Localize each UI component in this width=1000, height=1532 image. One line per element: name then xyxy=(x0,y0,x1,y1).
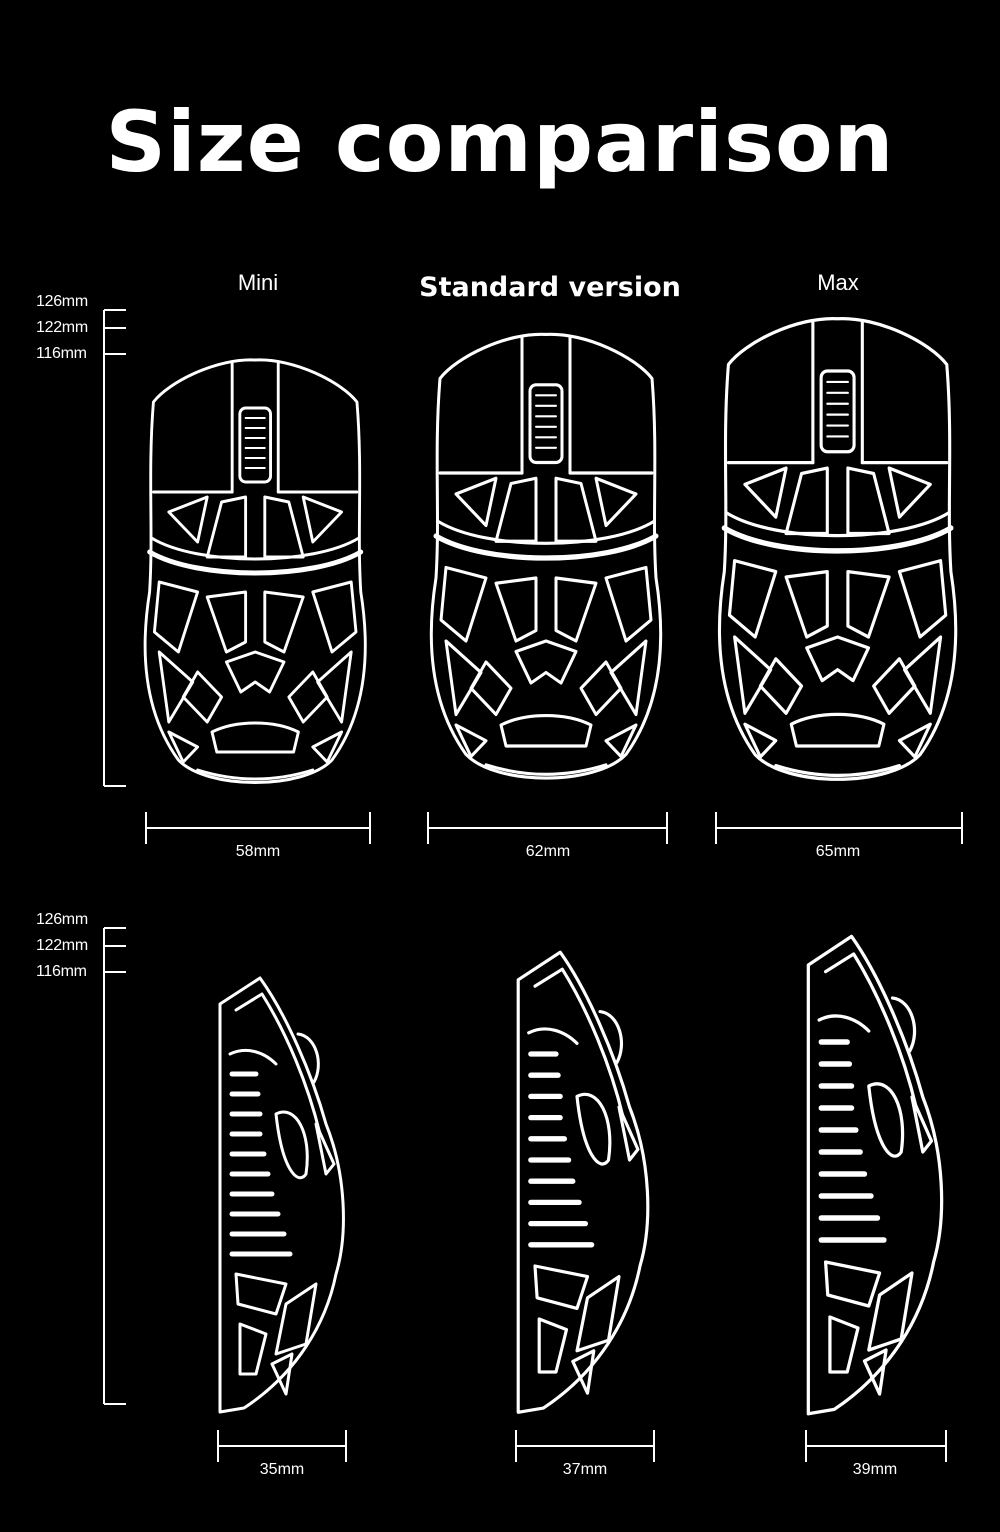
height-label-standard: 37mm xyxy=(562,1461,608,1478)
width-label-max: 65mm xyxy=(815,843,861,860)
variant-label-standard: Standard version xyxy=(419,272,681,303)
height-dimension-mini xyxy=(217,1430,347,1462)
width-dimension-max xyxy=(715,812,963,844)
width-label-mini: 58mm xyxy=(235,843,281,860)
height-label-mini: 35mm xyxy=(259,1461,305,1478)
mouse-top-view-icon xyxy=(145,360,365,783)
mouse-side-view-icon xyxy=(808,936,941,1413)
scale-label-126-side: 126mm xyxy=(36,911,88,928)
scale-label-122-side: 122mm xyxy=(36,937,88,954)
variant-label-max: Max xyxy=(817,270,859,295)
width-dimension-standard xyxy=(427,812,668,844)
page-title: Size comparison xyxy=(105,93,895,191)
height-dimension-max xyxy=(805,1430,947,1462)
mouse-side-view-icon xyxy=(518,952,648,1412)
scale-label-126: 126mm xyxy=(36,293,88,310)
scale-label-122: 122mm xyxy=(36,319,88,336)
width-dimension-mini xyxy=(145,812,371,844)
scale-label-116: 116mm xyxy=(36,345,87,362)
height-label-max: 39mm xyxy=(852,1461,898,1478)
variant-label-mini: Mini xyxy=(237,270,279,295)
length-scale-bottom xyxy=(103,927,126,1405)
scale-label-116-side: 116mm xyxy=(36,963,87,980)
mouse-top-view-icon xyxy=(719,319,955,780)
mouse-top-view-icon xyxy=(431,334,660,778)
mouse-side-view-icon xyxy=(220,978,343,1412)
height-dimension-standard xyxy=(515,1430,655,1462)
length-scale-top xyxy=(103,309,126,787)
width-label-standard: 62mm xyxy=(525,843,571,860)
